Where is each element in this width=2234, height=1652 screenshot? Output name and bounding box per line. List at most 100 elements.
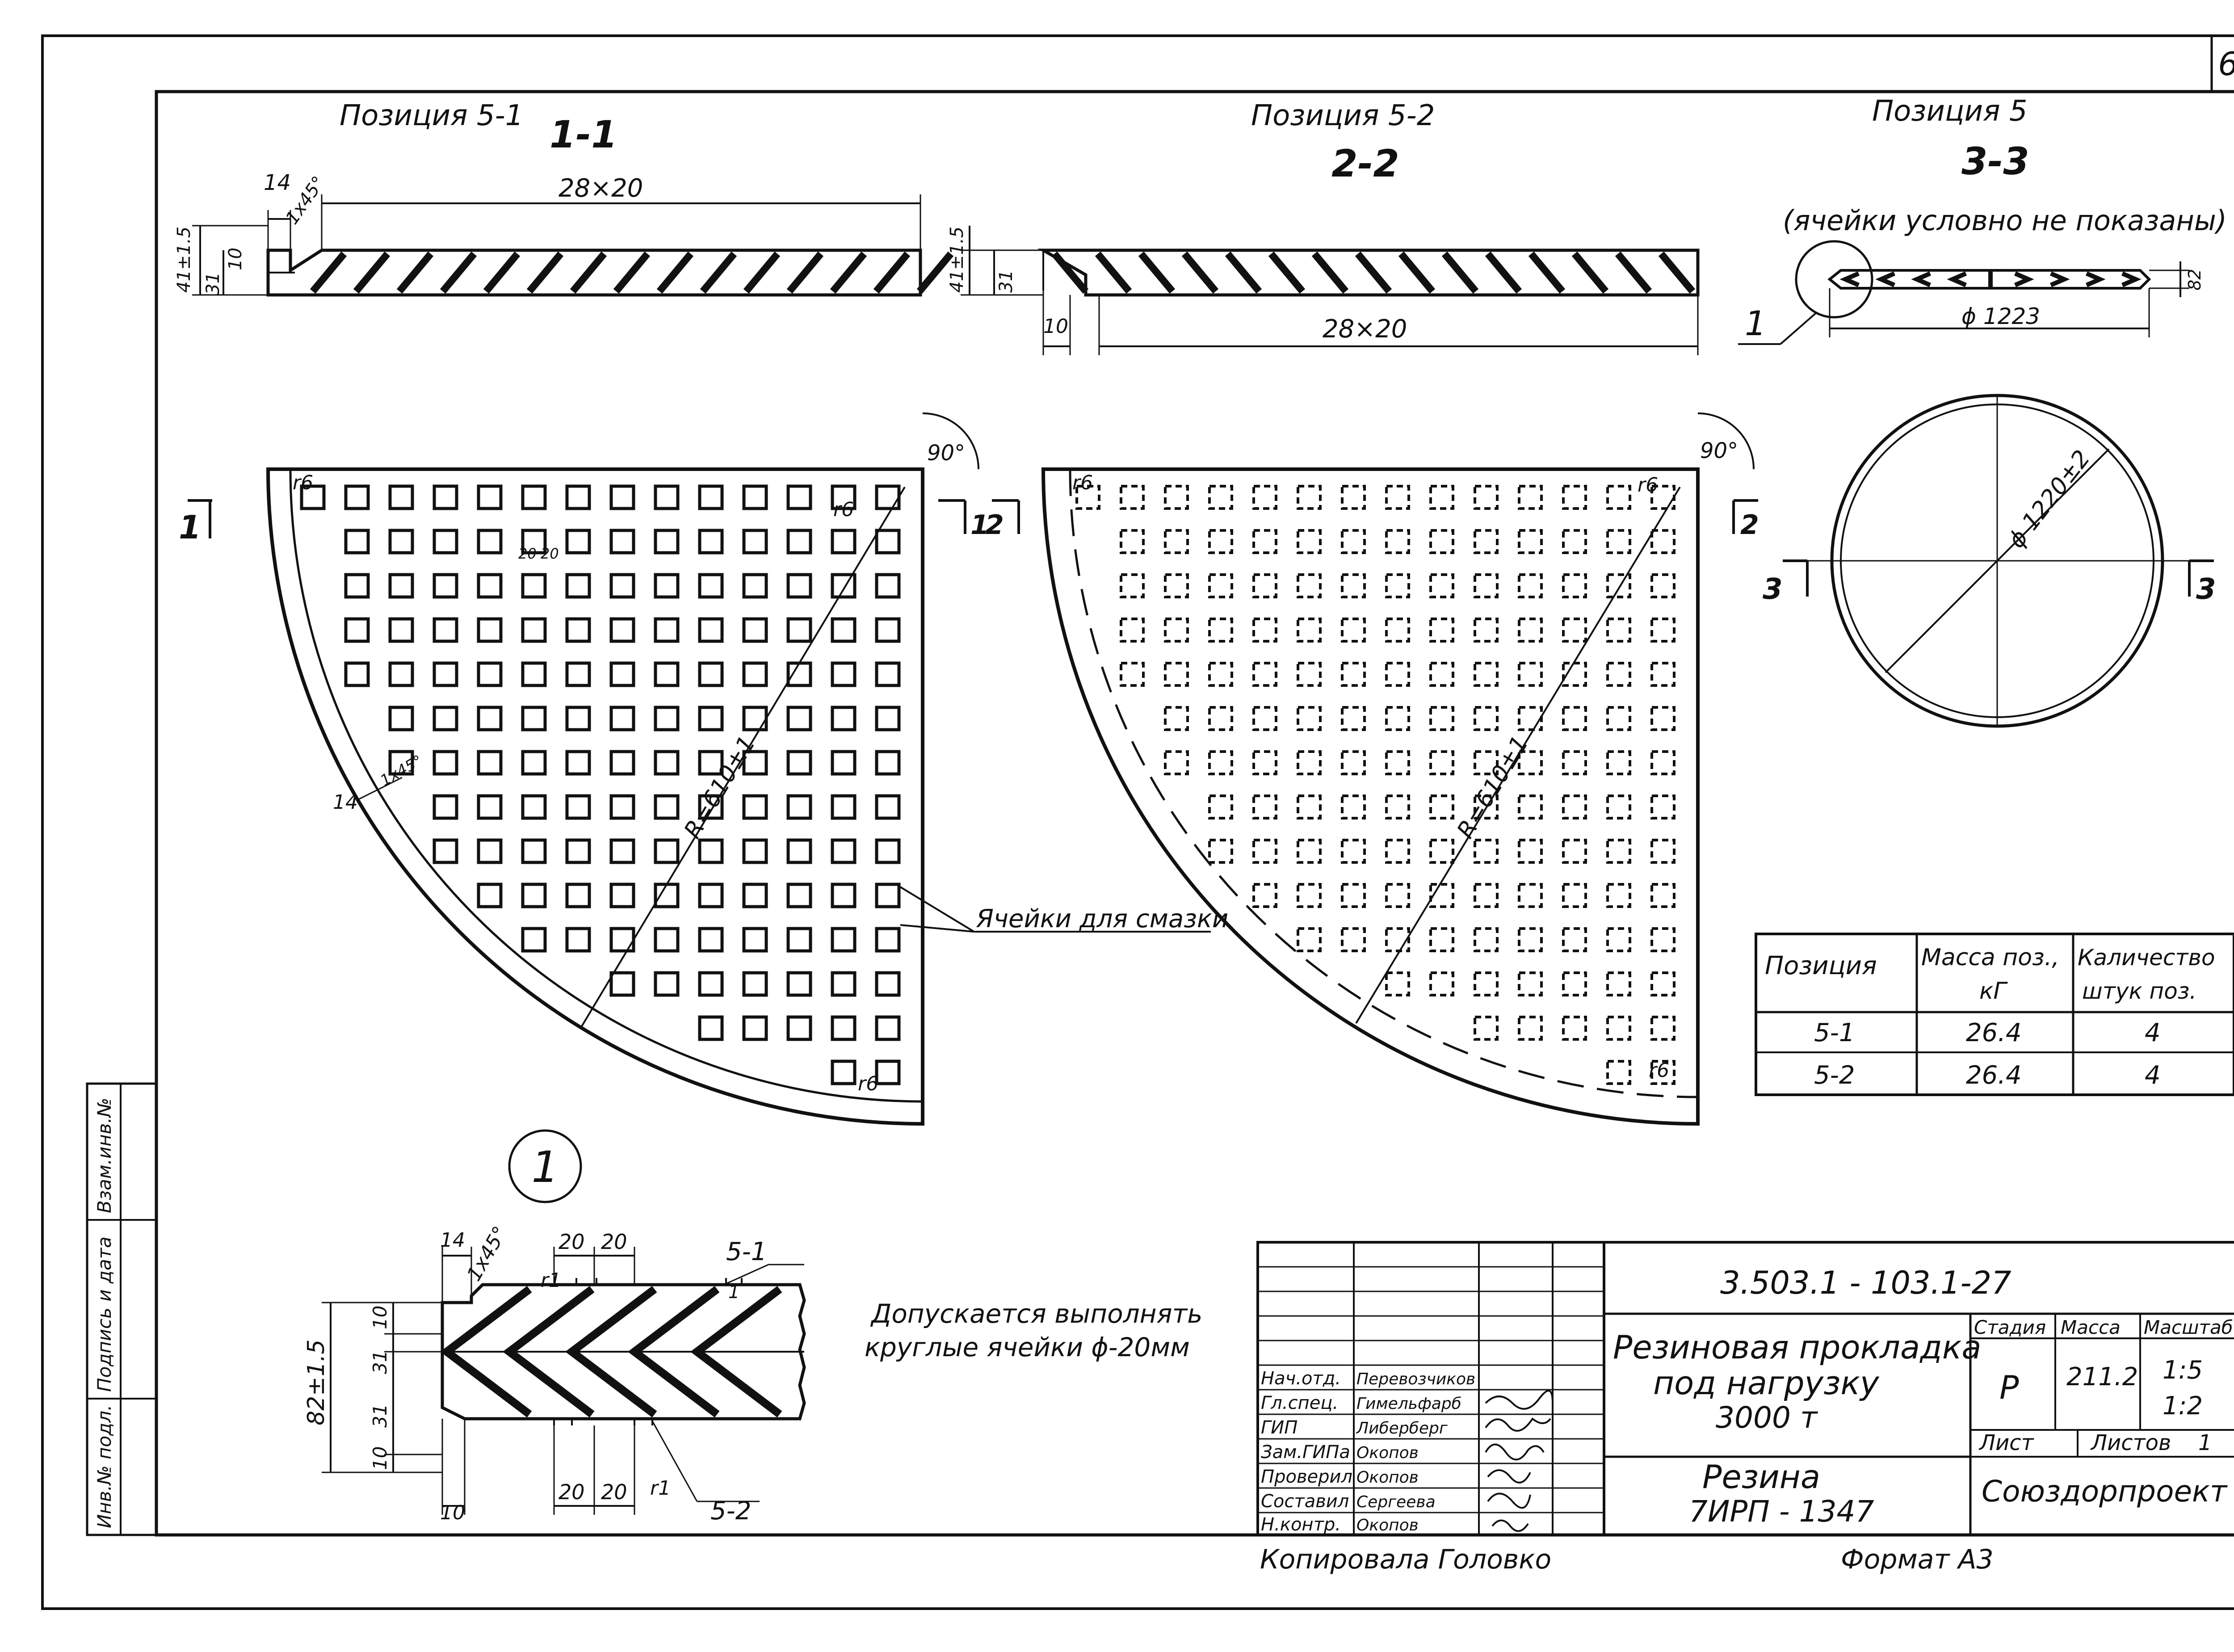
detail-dim-chamfer: 1x45° <box>462 1223 512 1285</box>
cut-mark-2-left: 2 <box>985 509 1004 541</box>
detail-dim-82: 82±1.5 <box>303 1340 330 1425</box>
dim-pitch-2: 28×20 <box>1323 315 1407 344</box>
detail-dim-10-bottom: 10 <box>440 1501 465 1524</box>
cell-dim-20b: 20 <box>541 545 559 562</box>
section-1-1: Позиция 5-1 1-1 28×20 14 1x45° 41±1.5 31… <box>174 99 954 297</box>
cut-mark-3-right: 3 <box>2196 573 2216 606</box>
td-1-0: 5-2 <box>1814 1061 1855 1090</box>
r6-top-2: r6 <box>1072 471 1093 494</box>
mass-header: Масса <box>2061 1316 2121 1338</box>
quadrant-1-outline <box>266 467 924 1126</box>
stamp-podpis: Подпись и дата <box>93 1236 115 1392</box>
sheets-header: Листов <box>2090 1430 2171 1455</box>
td-1-1: 26.4 <box>1966 1061 2022 1090</box>
role-6: Н.контр. <box>1261 1514 1341 1535</box>
name-2: Либерберг <box>1356 1419 1448 1438</box>
cells-label: Ячейки для смазки <box>976 904 1228 933</box>
dim-10-1: 10 <box>225 248 246 270</box>
td-0-0: 5-1 <box>1814 1018 1855 1047</box>
detail-dim-10-top: 10 <box>369 1306 391 1329</box>
footer-format: Формат А3 <box>1841 1544 1994 1575</box>
detail-1: 1 82±1.5 10 31 31 10 <box>303 1129 806 1526</box>
th-count-1: Каличество <box>2078 945 2215 971</box>
detail-r1-top: r1 <box>541 1269 561 1292</box>
scale-value-1: 1:5 <box>2163 1356 2203 1385</box>
detail-dim-10-bot: 10 <box>369 1446 391 1470</box>
scale-value-2: 1:2 <box>2163 1391 2203 1421</box>
dim-pitch-1: 28×20 <box>558 174 643 203</box>
dim-10-31-2: 31 <box>996 270 1016 293</box>
title-line-3: 3000 т <box>1716 1400 1818 1435</box>
cell-dim-20a: 20 <box>518 545 537 562</box>
dim-41-1: 41±1.5 <box>174 227 194 293</box>
detail-callout-circle <box>1795 240 1873 319</box>
r6-right-2: r6 <box>1638 474 1658 496</box>
r6-bottom-2: r6 <box>1649 1059 1669 1082</box>
radius-2: R=610±1 <box>1452 731 1534 843</box>
angle-90-1: 90° <box>927 441 965 466</box>
title-block: 3.503.1 - 103.1-27 Резиновая прокладка п… <box>1256 1241 2234 1536</box>
detail-dim-20-bot-b: 20 <box>601 1480 627 1504</box>
r6-right-1: r6 <box>833 498 854 521</box>
detail-callout-number: 1 <box>1745 303 1766 343</box>
detail-dim-20-top-a: 20 <box>558 1230 585 1254</box>
scale-header: Масштаб <box>2144 1316 2233 1338</box>
plan-circle: ϕ 1220±2 3 3 <box>1763 394 2216 728</box>
title-line-1: Резиновая прокладка <box>1613 1328 1982 1366</box>
dim-10-2: 10 <box>1043 315 1068 338</box>
position-5-2-label: Позиция 5-2 <box>1251 99 1435 132</box>
name-3: Окопов <box>1356 1444 1419 1462</box>
role-0: Нач.отд. <box>1261 1368 1341 1389</box>
note-round-cells-1: Допускается выполнять <box>870 1299 1202 1329</box>
section-2-2: Позиция 5-2 2-2 28×20 10 41±1.5 31 <box>947 99 1700 355</box>
outer-frame <box>41 34 2234 1610</box>
role-1: Гл.спец. <box>1261 1393 1338 1413</box>
detail-r1-bottom: r1 <box>650 1477 671 1500</box>
sheet-number-box: 64 <box>2210 34 2234 93</box>
detail-dim-20-bot-a: 20 <box>558 1480 585 1504</box>
cut-mark-1-right: 1 <box>970 509 989 541</box>
name-4: Окопов <box>1356 1468 1419 1487</box>
dim-14-plan: 14 <box>333 791 358 814</box>
th-mass-2: кГ <box>1979 978 2008 1005</box>
cut-mark-2-right: 2 <box>1740 509 1759 541</box>
radius-1: R=610±1 <box>679 731 761 843</box>
th-mass-1: Масса поз., <box>1921 944 2059 971</box>
detail-dim-14: 14 <box>440 1229 465 1252</box>
footer-copied: Копировала Головко <box>1260 1544 1551 1575</box>
section-3-3-mark: 3-3 <box>1961 139 2029 183</box>
sheet-header: Лист <box>1978 1430 2035 1455</box>
plan-quadrant-5-2: R=610±1 90° r6 r6 r6 2 2 <box>985 412 1759 1126</box>
detail-dim-31-top: 31 <box>369 1350 391 1374</box>
doc-code: 3.503.1 - 103.1-27 <box>1720 1265 2011 1301</box>
sheets-value: 1 <box>2198 1430 2212 1455</box>
r6-top-1: r6 <box>293 471 313 494</box>
material-2: 7ИРП - 1347 <box>1689 1494 1874 1529</box>
section-2-2-mark: 2-2 <box>1331 142 1399 185</box>
dim-31-1: 31 <box>203 272 223 295</box>
td-0-1: 26.4 <box>1966 1018 2022 1047</box>
section-3-3: Позиция 5 3-3 (ячейки условно не показан… <box>1738 95 2227 345</box>
role-2: ГИП <box>1261 1417 1298 1438</box>
dim-1220: ϕ 1220±2 <box>2003 445 2095 553</box>
detail-dim-31-bot: 31 <box>369 1404 391 1428</box>
dim-14-1: 14 <box>264 170 291 195</box>
detail-pos-5-2: 5-2 <box>710 1496 751 1526</box>
td-1-2: 4 <box>2145 1061 2161 1090</box>
th-count-2: штук поз. <box>2082 978 2196 1004</box>
stage-value: Р <box>1999 1369 2019 1406</box>
cut-mark-1-left: 1 <box>179 509 201 546</box>
dim-1223: ϕ 1223 <box>1961 303 2040 329</box>
detail-one-mark: 1 <box>728 1282 739 1303</box>
r6-bottom-1: r6 <box>858 1072 878 1095</box>
role-5: Составил <box>1261 1491 1349 1512</box>
detail-pos-5-1: 5-1 <box>726 1237 767 1266</box>
organization: Союздорпроект <box>1982 1474 2228 1509</box>
stage-header: Стадия <box>1974 1316 2046 1338</box>
stamp-inv-podl: Инв.№ подл. <box>93 1405 115 1528</box>
stamp-vzam: Взам.инв.№ <box>93 1098 115 1213</box>
cut-mark-3-left: 3 <box>1763 573 1783 606</box>
dim-41-2: 41±1.5 <box>947 227 967 293</box>
th-position: Позиция <box>1765 951 1877 980</box>
